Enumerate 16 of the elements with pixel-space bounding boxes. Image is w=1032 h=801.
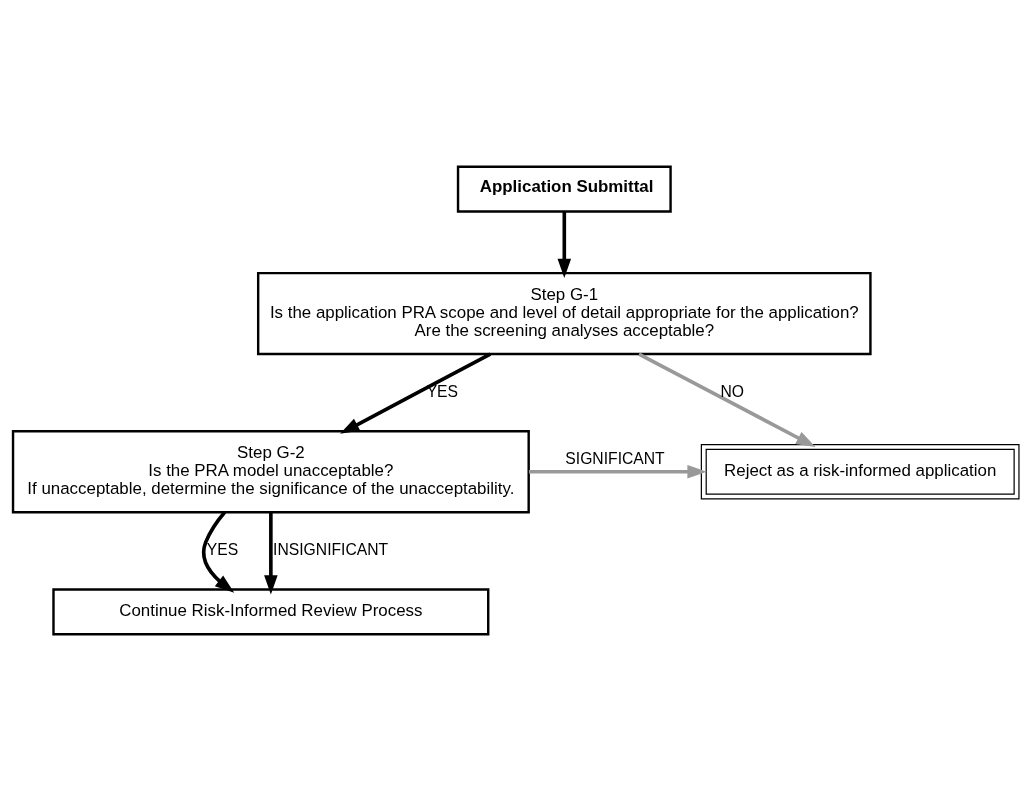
arrow <box>638 352 816 447</box>
edge-label: NO <box>720 382 744 400</box>
node-box: Application Submittal <box>456 165 672 213</box>
arrow <box>528 464 707 479</box>
edge-label: YES <box>206 540 239 558</box>
arrow <box>557 211 572 279</box>
node-box: Step G-2 Is the PRA model unacceptable? If unacceptable, determine the significance of the unacceptability. <box>11 430 530 514</box>
arrow <box>340 352 492 434</box>
arrow <box>264 512 278 595</box>
edge-label: INSIGNIFICANT <box>273 540 389 558</box>
edge-label: SIGNIFICANT <box>565 449 665 467</box>
arrow <box>201 511 235 593</box>
edge-label: YES <box>426 382 459 400</box>
node-box: Reject as a risk-informed application <box>700 443 1020 500</box>
node-box: Continue Risk-Informed Review Process <box>52 588 490 636</box>
node-box: Step G-1 Is the application PRA scope and level of detail appropriate for the application? Are the screening analyses acceptable? <box>256 271 872 356</box>
